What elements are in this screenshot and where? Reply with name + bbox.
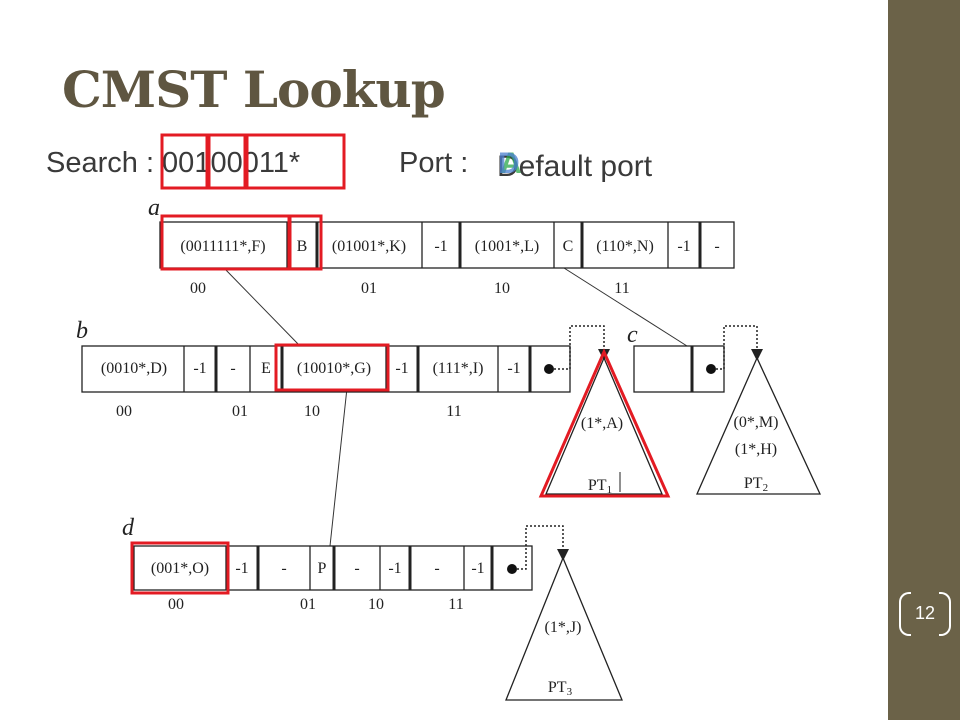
pt1-triangle: (1*,A) PT1 <box>545 356 663 496</box>
d-cell-7: -1 <box>471 560 484 577</box>
d-cell-0: (001*,O) <box>151 560 209 577</box>
node-c-array <box>633 345 725 393</box>
b-cell-0: (0010*,D) <box>101 360 167 377</box>
edge-a-to-c <box>563 267 688 347</box>
b-pointer-dot <box>544 364 554 374</box>
highlight-d-cell-0 <box>130 541 230 595</box>
d-cell-4: - <box>354 560 359 577</box>
search-bits-10-box <box>205 133 249 190</box>
pt3-entry-0: (1*,J) <box>545 619 582 636</box>
port-label: Port : <box>399 147 469 179</box>
node-d-array: (001*,O) -1 - P - -1 - -1 00 01 10 11 <box>133 545 533 613</box>
b-index-2: 10 <box>304 403 320 420</box>
a-cell-8: - <box>714 238 719 255</box>
page-number: 12 <box>914 603 936 623</box>
a-index-3: 11 <box>614 280 629 297</box>
lookup-path-highlights <box>130 214 671 595</box>
pt1-entry-0: (1*,A) <box>581 415 623 432</box>
port-overlay-letter-a: A <box>500 147 522 180</box>
b-index-3: 11 <box>446 403 461 420</box>
edge-a-to-b <box>223 267 301 347</box>
slide-title: CMST Lookup <box>62 60 446 119</box>
node-label-c: c <box>627 322 638 348</box>
d-cell-5: -1 <box>388 560 401 577</box>
a-cell-5: C <box>563 238 574 255</box>
pt1-label: PT1 <box>588 477 612 496</box>
d-pointer-dot <box>507 564 517 574</box>
pt2-triangle: (0*,M) (1*,H) PT2 <box>696 356 822 495</box>
a-cell-0: (0011111*,F) <box>180 238 265 255</box>
pt2-entry-1: (1*,H) <box>735 441 777 458</box>
a-cell-2: (01001*,K) <box>332 238 406 255</box>
edge-b-to-d <box>329 387 348 547</box>
highlight-a-cell-1 <box>288 214 323 271</box>
node-b-array: (0010*,D) -1 - E (10010*,G) -1 (111*,I) … <box>81 345 571 420</box>
a-cell-6: (110*,N) <box>596 238 654 255</box>
a-index-1: 01 <box>361 280 377 297</box>
pt2-entry-0: (0*,M) <box>734 414 779 431</box>
b-cell-2: - <box>230 360 235 377</box>
page-number-left-bracket <box>899 592 911 636</box>
search-bits-rest-box <box>243 133 346 190</box>
b-cell-4: (10010*,G) <box>297 360 371 377</box>
b-index-0: 00 <box>116 403 132 420</box>
node-label-a: a <box>148 195 160 221</box>
highlight-pt1 <box>538 348 671 498</box>
a-cell-7: -1 <box>677 238 690 255</box>
a-cell-4: (1001*,L) <box>475 238 539 255</box>
b-cell-1: -1 <box>193 360 206 377</box>
d-index-3: 11 <box>448 596 463 613</box>
search-bits-00-box <box>160 133 211 190</box>
d-cell-1: -1 <box>235 560 248 577</box>
highlight-b-cell-4 <box>274 343 390 392</box>
a-cell-3: -1 <box>434 238 447 255</box>
port-value: Default port <box>497 150 653 183</box>
d-cell-6: - <box>434 560 439 577</box>
c-pointer-dot <box>706 364 716 374</box>
page-number-right-bracket <box>939 592 951 636</box>
a-cell-1: B <box>297 238 308 255</box>
b-cell-5: -1 <box>395 360 408 377</box>
b-cell-3: E <box>261 360 271 377</box>
node-a-array: (0011111*,F) B (01001*,K) -1 (1001*,L) C… <box>159 221 735 297</box>
d-index-1: 01 <box>300 596 316 613</box>
b-cell-7: -1 <box>507 360 520 377</box>
b-cell-6: (111*,I) <box>433 360 484 377</box>
d-cell-3: P <box>318 560 327 577</box>
pt3-label: PT3 <box>548 679 573 698</box>
search-key-text: Search : 00100011* <box>46 147 301 179</box>
page-number-badge: 12 <box>899 592 951 636</box>
b-index-1: 01 <box>232 403 248 420</box>
pt2-label: PT2 <box>744 475 768 494</box>
c-to-pt2-pointer <box>716 325 763 370</box>
d-index-0: 00 <box>168 596 184 613</box>
port-overlay-letter-d: D <box>498 147 520 180</box>
cmst-diagram: a b c d (0011111*,F) B (01001*,K) -1 (10… <box>76 195 822 701</box>
a-index-2: 10 <box>494 280 510 297</box>
d-to-pt3-pointer <box>517 525 569 570</box>
d-index-2: 10 <box>368 596 384 613</box>
pt3-triangle: (1*,J) PT3 <box>505 556 623 701</box>
node-label-d: d <box>122 515 135 541</box>
a-index-0: 00 <box>190 280 206 297</box>
node-label-b: b <box>76 318 88 344</box>
d-cell-2: - <box>281 560 286 577</box>
